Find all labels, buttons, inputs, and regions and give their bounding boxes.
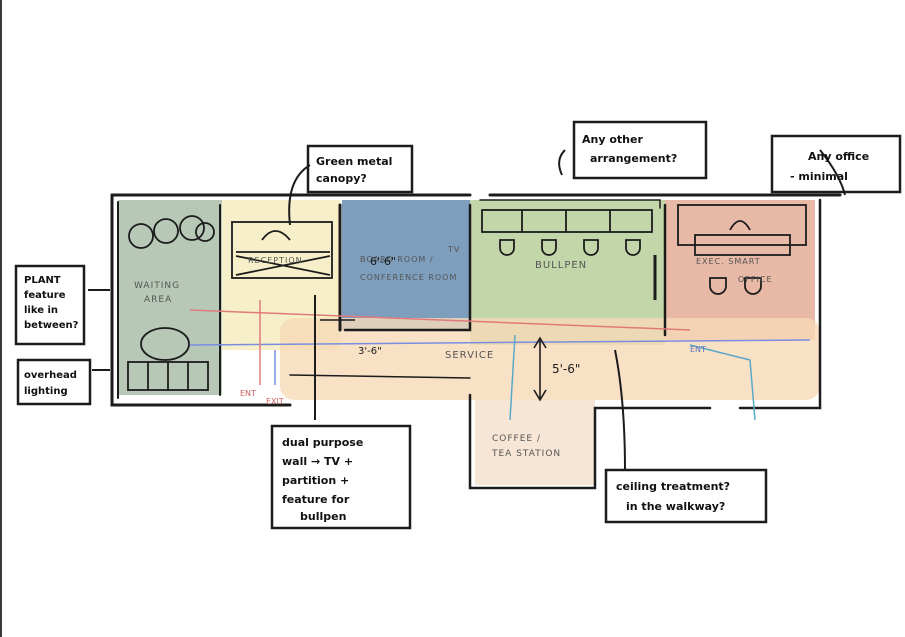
svg-text:partition +: partition + (282, 474, 349, 487)
svg-text:like in: like in (24, 305, 58, 316)
exec-office-fill (665, 200, 815, 340)
dim-corridor-b: 5'-6" (552, 362, 580, 376)
svg-text:Any office: Any office (808, 150, 869, 163)
svg-text:- minimal: - minimal (790, 170, 848, 183)
svg-text:ceiling treatment?: ceiling treatment? (616, 480, 730, 493)
exit-left-label: EXIT (266, 397, 284, 406)
note-arrangement: Any other arrangement? (572, 120, 708, 180)
svg-text:arrangement?: arrangement? (590, 152, 677, 165)
exec-label-2: OFFICE (738, 275, 773, 284)
exec-label-1: EXEC. SMART (696, 257, 761, 266)
note-plant: PLANT feature like in between? (14, 264, 86, 346)
svg-text:overhead: overhead (24, 370, 77, 381)
coffee-label-2: TEA STATION (491, 449, 561, 459)
bullpen-desks (481, 209, 657, 300)
ent-left-label: ENT (240, 389, 256, 398)
tv-label: TV (447, 245, 460, 254)
dim-corridor-a: 3'-6" (358, 346, 382, 357)
svg-text:between?: between? (24, 320, 79, 331)
coffee-station-fill (475, 400, 595, 485)
dimension-lines (320, 319, 547, 402)
svg-text:in the walkway?: in the walkway? (626, 500, 725, 513)
svg-text:dual purpose: dual purpose (282, 436, 363, 449)
note-ceiling: ceiling treatment? in the walkway? (604, 468, 768, 524)
conference-fill (342, 200, 470, 330)
waiting-label-1: WAITING (134, 281, 180, 291)
service-corridor-fill (280, 318, 820, 400)
svg-text:canopy?: canopy? (316, 172, 367, 185)
svg-text:PLANT: PLANT (24, 275, 61, 286)
conference-label-2: CONFERENCE ROOM (360, 273, 457, 282)
svg-text:lighting: lighting (24, 386, 68, 397)
circulation-arrows (189, 300, 811, 421)
svg-text:bullpen: bullpen (300, 510, 346, 523)
dim-conf-width: 6'-6" (370, 255, 396, 268)
exit-labels: ENT EXIT ENT (240, 345, 706, 406)
reception-label: RECEPTION (248, 256, 303, 265)
svg-text:feature: feature (24, 290, 66, 301)
reception-desk (231, 221, 333, 279)
dimension-labels: 6'-6" 3'-6" 5'-6" (358, 255, 580, 376)
ent-right-label: ENT (690, 345, 706, 354)
waiting-label-2: AREA (144, 295, 172, 305)
service-label: SERVICE (445, 350, 494, 361)
room-labels: WAITING AREA RECEPTION BOARD ROOM / CONF… (134, 245, 773, 459)
bullpen-label: BULLPEN (535, 260, 587, 271)
conference-label-1: BOARD ROOM / (360, 255, 434, 264)
svg-text:Any other: Any other (582, 133, 643, 146)
waiting-furniture (127, 215, 215, 391)
note-canopy: Green metal canopy? (306, 144, 414, 194)
svg-text:Green metal: Green metal (316, 155, 392, 168)
frame-edge (0, 0, 2, 637)
coffee-label-1: COFFEE / (492, 434, 541, 444)
svg-text:wall → TV +: wall → TV + (282, 455, 353, 468)
note-any-office: Any office - minimal (770, 134, 902, 194)
note-lighting: overhead lighting (16, 358, 92, 406)
note-dual-wall: dual purpose wall → TV + partition + fea… (270, 424, 412, 530)
exec-furniture (677, 204, 807, 295)
svg-text:feature for: feature for (282, 493, 350, 506)
